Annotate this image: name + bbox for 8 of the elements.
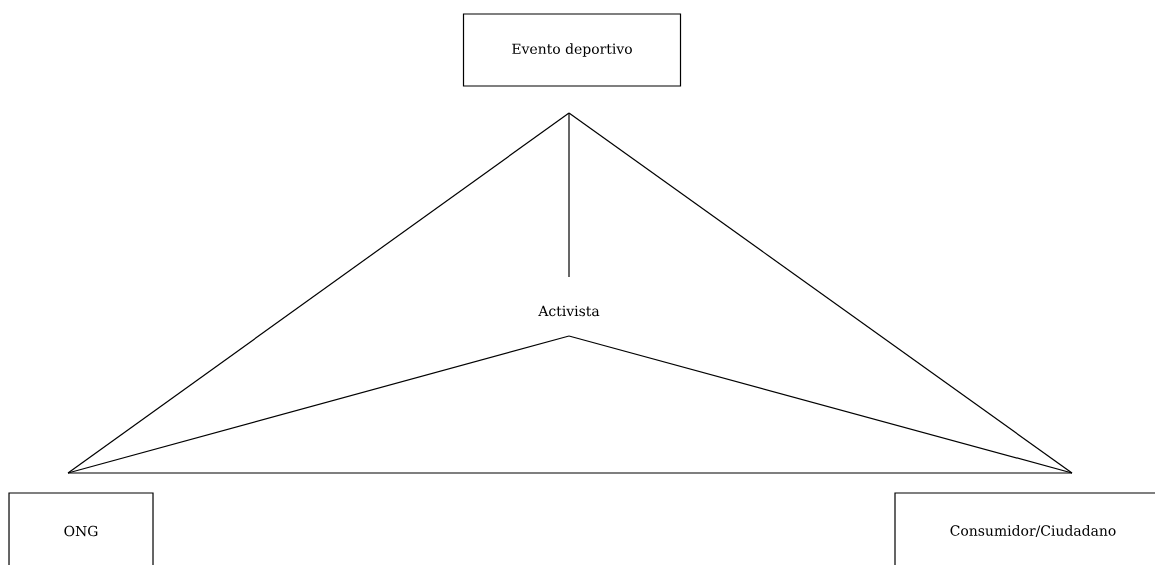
connector-line [568, 112, 1073, 474]
labelled-box: Consumidor/Ciudadano [894, 492, 1155, 565]
labelled-box: Evento deportivo [462, 13, 682, 87]
connector-line [568, 112, 570, 278]
connector-line [67, 472, 1073, 474]
labelled-box: ONG [8, 492, 154, 565]
connector-line [67, 112, 570, 474]
node-label: Activista [538, 305, 600, 317]
